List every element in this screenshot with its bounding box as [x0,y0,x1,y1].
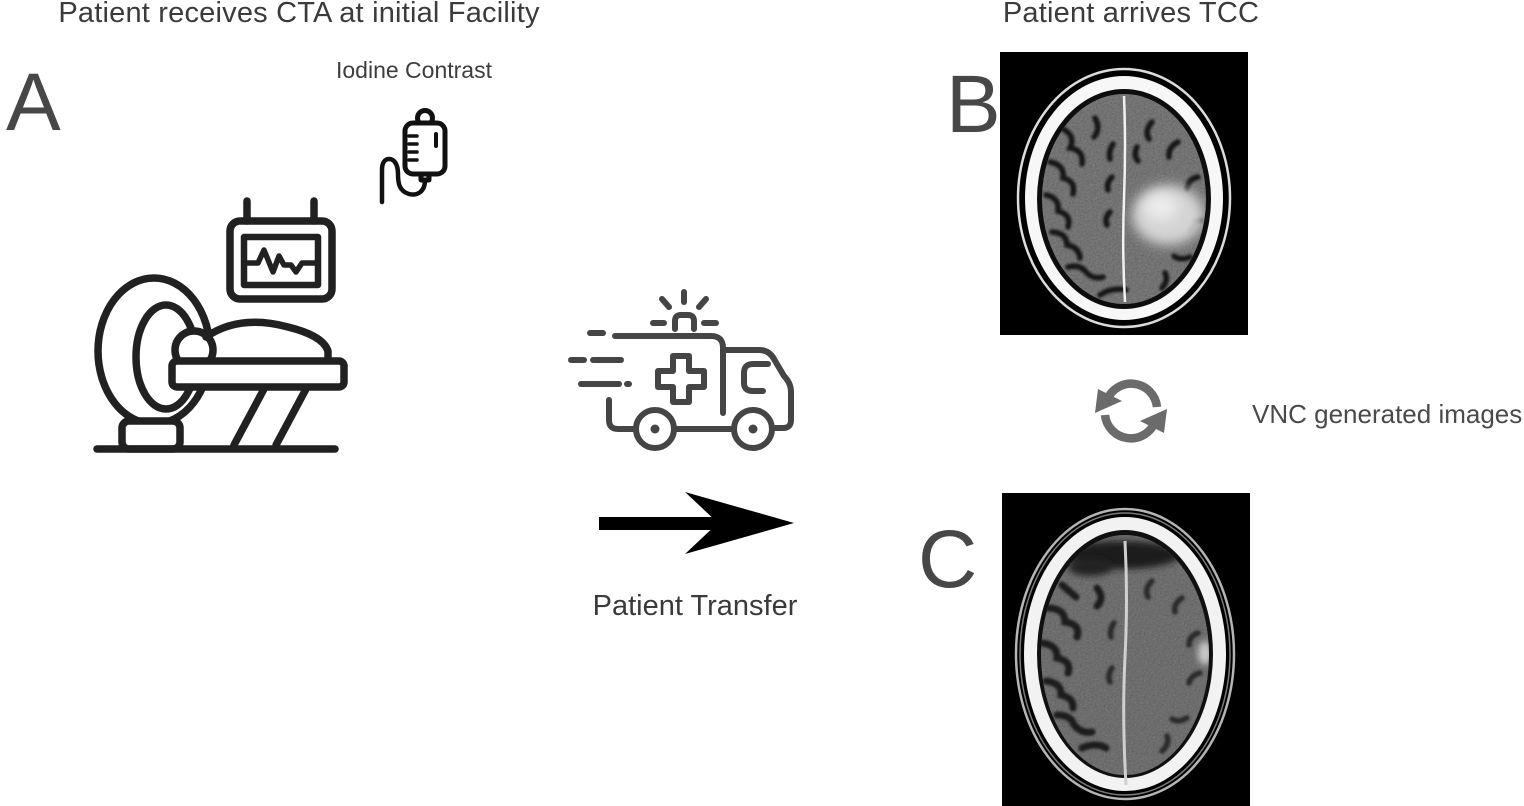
front-hub [748,424,758,434]
iodine-contrast-label: Iodine Contrast [336,57,492,83]
falx-midline [1121,95,1127,303]
iv-bag-body [402,120,448,177]
panel-c-letter: C [918,514,978,605]
brain-ct-image-b [1000,52,1248,335]
iv-tube [379,156,428,205]
cycle-arrows-icon [1092,374,1170,448]
ecg-trace [241,247,321,275]
cab-window [741,361,771,394]
ct-scanner-icon [92,193,352,455]
patient-body [202,318,332,363]
panel-b-title: Patient arrives TCC [1002,0,1260,29]
scanner-table [168,357,348,391]
rear-bumper [606,397,636,432]
vnc-caption: VNC generated images [1252,399,1523,429]
panel-a-letter: A [6,57,61,148]
rear-hub [650,424,660,434]
iv-scale-ticks [407,134,419,162]
medical-cross [655,353,707,405]
siren-light [650,289,719,332]
brain-ct-image-c [1002,493,1250,806]
transfer-arrow [597,489,797,555]
vitals-monitor [226,217,336,303]
iv-contrast-bag-icon [372,103,482,208]
gantry-base [118,417,184,453]
panel-a-title: Patient receives CTA at initial Facility [58,0,540,29]
table-leg [230,385,268,449]
falx-midline [1122,540,1128,786]
patient-transfer-caption: Patient Transfer [592,590,798,622]
panel-b-letter: B [946,59,1001,150]
speed-dashes [568,330,632,387]
ambulance-cab [720,347,794,431]
table-leg [272,385,310,449]
ambulance-icon [563,280,803,458]
